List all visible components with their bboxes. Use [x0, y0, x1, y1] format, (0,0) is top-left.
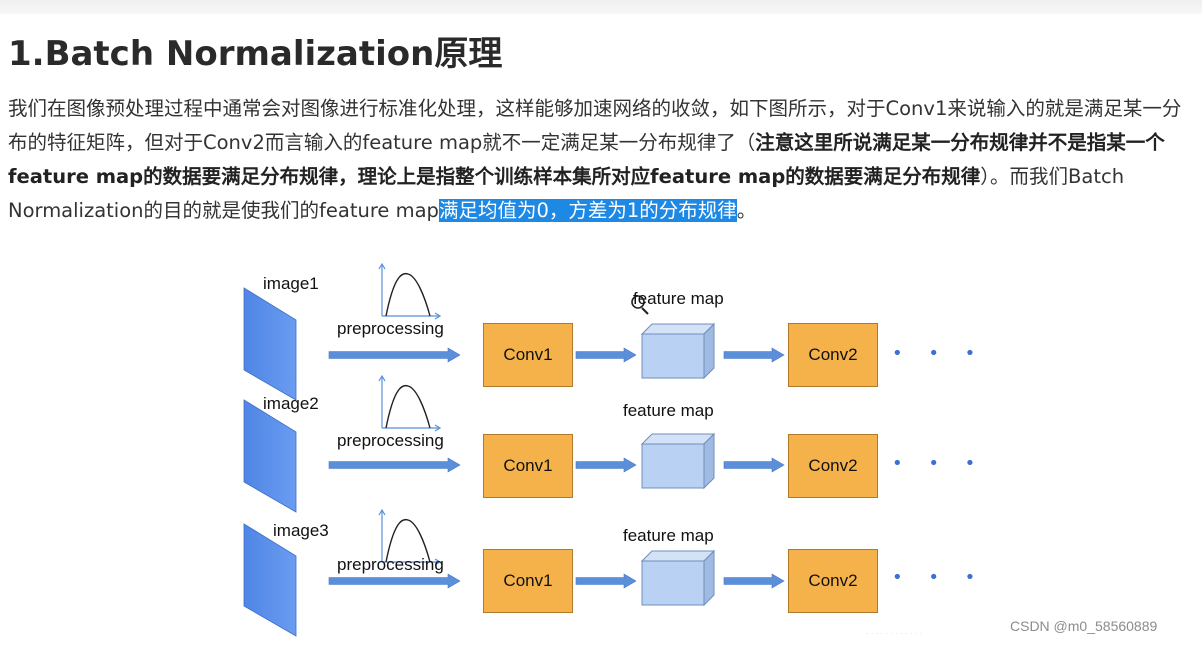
distribution-plot-2-axis-x-head	[434, 424, 442, 432]
image1-label: image1	[263, 274, 319, 293]
feature-map-cube-1-top	[640, 323, 716, 335]
page-title: 1.Batch Normalization原理	[8, 34, 503, 74]
distribution-plot-2-curve	[385, 384, 431, 429]
image-plane-2	[243, 399, 297, 513]
highlighted-text[interactable]: 满足均值为0，方差为1的分布规律	[438, 199, 737, 222]
preprocessing-label-3: preprocessing	[337, 555, 444, 574]
batch-norm-diagram: image1 preprocessing Conv1 feature map C…	[0, 250, 1202, 645]
image-plane-3	[243, 523, 297, 637]
image2-label: image2	[263, 394, 319, 413]
conv1-box-2: Conv1	[483, 434, 573, 498]
feature-map-cube-3-side	[703, 549, 715, 607]
distribution-plot-1-axis-x-head	[434, 312, 442, 320]
csdn-watermark: CSDN @m0_58560889	[1010, 618, 1158, 634]
distribution-plot-1-curve	[385, 272, 431, 317]
magnifier-icon-handle	[641, 307, 649, 315]
feature-map-cube-2-side	[703, 432, 715, 490]
feature-to-conv2-arrow-3	[723, 573, 785, 589]
feature-to-conv2-arrow-1	[723, 347, 785, 363]
feature-map-cube-2-front	[641, 443, 705, 489]
preprocessing-arrow-1	[328, 347, 461, 363]
image-plane-1	[243, 287, 297, 401]
distribution-plot-3-curve	[385, 518, 431, 563]
distribution-plot-3-axis-x-head	[434, 558, 442, 566]
conv1-box-3: Conv1	[483, 549, 573, 613]
paragraph-line-2-bold: 注意这里所说满足某一分布规律并不是指某一个	[755, 131, 1165, 154]
image3-label: image3	[273, 521, 329, 540]
magnifier-icon	[631, 295, 645, 309]
diagram-graphics	[243, 262, 785, 637]
conv1-to-feature-arrow-3	[575, 573, 637, 589]
faint-image-watermark: · · · · · · · · · · · ·	[866, 629, 923, 638]
distribution-plot-1-axis-y-head	[378, 262, 386, 270]
distribution-plot-3-axis-y-head	[378, 508, 386, 516]
feature-map-cube-2-top	[640, 433, 716, 445]
preprocessing-arrow-3	[328, 573, 461, 589]
intro-paragraph: 我们在图像预处理过程中通常会对图像进行标准化处理，这样能够加速网络的收敛，如下图…	[8, 92, 1194, 228]
feature-map-label-3: feature map	[623, 526, 714, 545]
paragraph-line-3-bold: feature map的数据要满足分布规律，理论上是指整个训练样本集所对应fea…	[8, 165, 981, 188]
paragraph-line-3-text: ）。而我们Batch	[980, 165, 1125, 188]
feature-map-cube-1-side	[703, 322, 715, 380]
feature-map-cube-1-front	[641, 333, 705, 379]
paragraph-line-2: 布的特征矩阵，但对于Conv2而言输入的feature map就不一定满足某一分…	[8, 126, 1194, 160]
continuation-dots-2: • • •	[892, 453, 986, 474]
conv1-to-feature-arrow-2	[575, 457, 637, 473]
paragraph-line-4-end: 。	[736, 199, 757, 222]
top-bar	[0, 0, 1202, 14]
feature-to-conv2-arrow-2	[723, 457, 785, 473]
paragraph-line-2-text: 布的特征矩阵，但对于Conv2而言输入的feature map就不一定满足某一分…	[8, 131, 756, 154]
preprocessing-label-2: preprocessing	[337, 431, 444, 450]
paragraph-line-1: 我们在图像预处理过程中通常会对图像进行标准化处理，这样能够加速网络的收敛，如下图…	[8, 97, 1182, 120]
preprocessing-label-1: preprocessing	[337, 319, 444, 338]
conv2-box-1: Conv2	[788, 323, 878, 387]
preprocessing-arrow-2	[328, 457, 461, 473]
conv1-box-1: Conv1	[483, 323, 573, 387]
continuation-dots-3: • • •	[892, 567, 986, 588]
paragraph-line-4-text: Normalization的目的就是使我们的feature map	[8, 199, 439, 222]
distribution-plot-2-axis-y-head	[378, 374, 386, 382]
paragraph-line-3: feature map的数据要满足分布规律，理论上是指整个训练样本集所对应fea…	[8, 160, 1194, 194]
feature-map-label-1: feature map	[633, 289, 724, 308]
feature-map-cube-3-front	[641, 560, 705, 606]
conv2-box-3: Conv2	[788, 549, 878, 613]
conv2-box-2: Conv2	[788, 434, 878, 498]
paragraph-line-4: Normalization的目的就是使我们的feature map满足均值为0，…	[8, 194, 1194, 228]
continuation-dots-1: • • •	[892, 343, 986, 364]
feature-map-cube-3-top	[640, 550, 716, 562]
feature-map-label-2: feature map	[623, 401, 714, 420]
conv1-to-feature-arrow-1	[575, 347, 637, 363]
